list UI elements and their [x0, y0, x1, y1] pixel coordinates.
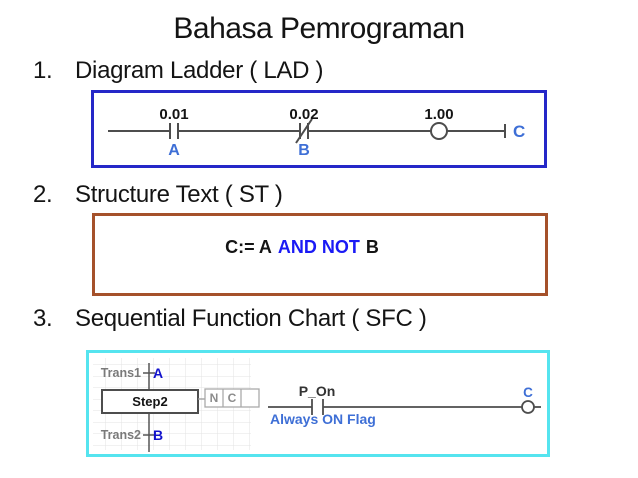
step-block	[101, 389, 199, 414]
output-coil	[430, 122, 448, 140]
coil-var-label: C	[523, 385, 533, 400]
action-block	[204, 388, 260, 408]
contact-comment: Always ON Flag	[270, 411, 376, 427]
contact-label: P_On	[299, 383, 336, 399]
contact-var-label: B	[298, 142, 310, 159]
action-qualifier: N	[210, 391, 219, 405]
action-var: C	[228, 391, 237, 405]
st-assignment: C:= A	[225, 237, 272, 257]
list-number: 3.	[33, 305, 53, 332]
list-item-sfc: 3. Sequential Function Chart ( SFC )	[33, 305, 427, 333]
list-number: 2.	[33, 181, 53, 208]
step-name: Step2	[132, 394, 167, 409]
ladder-diagram-box: 0.01 0.02 1.00 A B C	[91, 90, 547, 168]
normally-open-contact	[169, 123, 179, 139]
sfc-diagram-box: Trans1 A Step2 N C Trans2 B	[86, 350, 550, 457]
st-operand: B	[365, 237, 379, 257]
contact-address: 0.02	[289, 106, 318, 123]
list-label: Structure Text ( ST )	[75, 181, 283, 208]
page-title: Bahasa Pemrograman	[173, 12, 465, 45]
list-item-lad: 1. Diagram Ladder ( LAD )	[33, 57, 323, 85]
contact-address: 0.01	[159, 106, 188, 123]
output-coil	[521, 400, 535, 414]
sfc-diagram: Trans1 A Step2 N C Trans2 B	[93, 358, 541, 452]
list-label: Sequential Function Chart ( SFC )	[75, 305, 427, 332]
normally-closed-contact	[295, 118, 313, 144]
list-item-st: 2. Structure Text ( ST )	[33, 181, 283, 209]
transition-name: Trans1	[101, 366, 141, 380]
transition-var: A	[153, 365, 163, 381]
list-number: 1.	[33, 57, 53, 84]
coil-address: 1.00	[424, 106, 453, 123]
output-var-label: C	[513, 122, 525, 141]
transition-name: Trans2	[101, 428, 141, 442]
transition-var: B	[153, 427, 163, 443]
st-keyword: AND NOT	[277, 237, 360, 257]
contact-var-label: A	[168, 142, 180, 159]
ladder-diagram: 0.01 0.02 1.00 A B C	[108, 106, 525, 159]
list-label: Diagram Ladder ( LAD )	[75, 57, 324, 84]
